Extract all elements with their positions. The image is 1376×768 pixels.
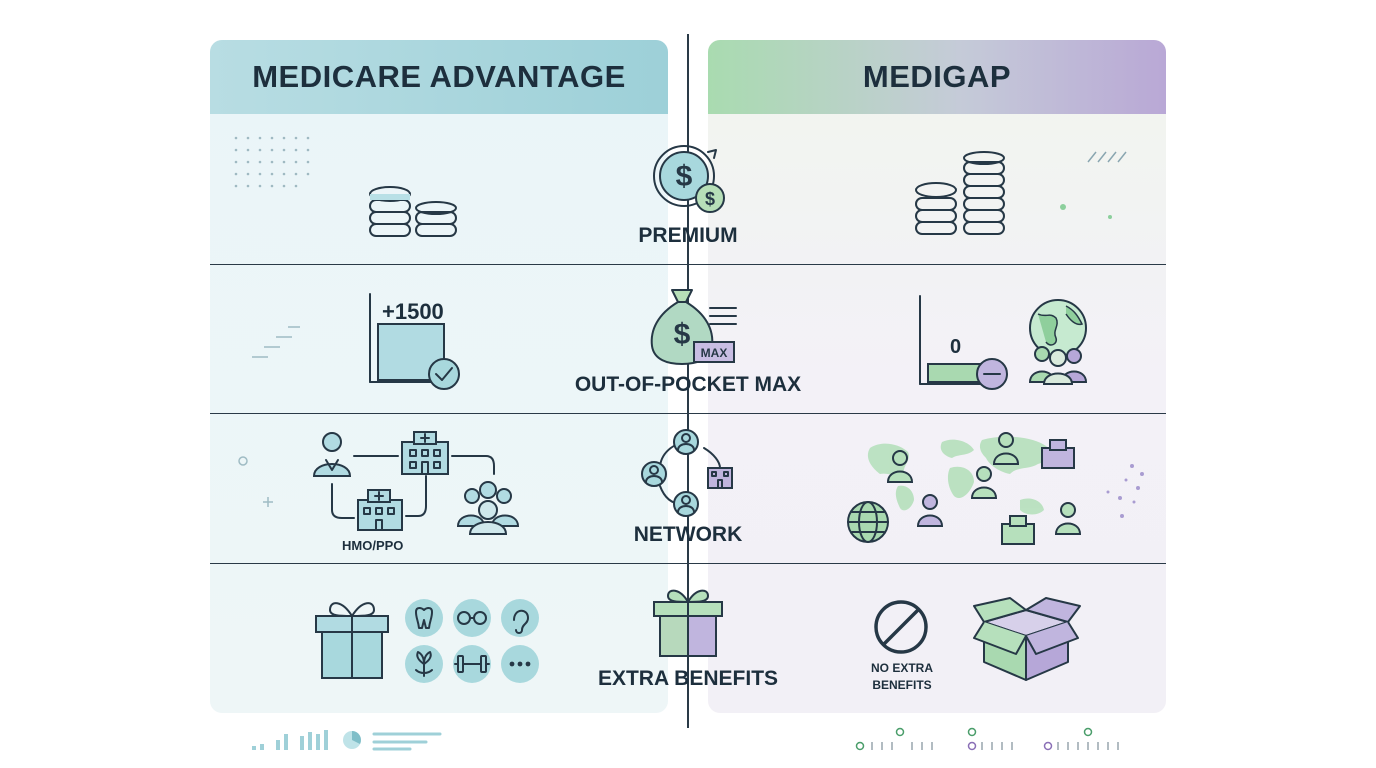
hmo-ppo-network-icon [312, 431, 520, 535]
svg-text:$: $ [676, 160, 693, 193]
small-coin-stacks-icon [369, 186, 457, 237]
category-premium: PREMIUM [638, 224, 738, 247]
benefit-icons-grid [405, 599, 539, 683]
bottom-left-decoration [252, 730, 442, 751]
gift-box-icon [315, 602, 389, 679]
row-divider [210, 413, 1166, 414]
decorative-dots-network [1106, 464, 1144, 518]
hmo-ppo-label: HMO/PPO [342, 538, 404, 553]
decorative-dots [1060, 204, 1112, 219]
medigap-header: MEDIGAP [708, 40, 1166, 114]
medicare-advantage-header: MEDICARE ADVANTAGE [210, 40, 668, 114]
world-network-icon [847, 432, 1082, 545]
decorative-slashes [1087, 151, 1127, 163]
network-icon [641, 429, 733, 517]
oop-chart-check-icon [369, 293, 460, 390]
decorative-steps [252, 326, 300, 358]
svg-text:$: $ [705, 189, 715, 209]
oop-value-right: 0 [950, 336, 962, 358]
decorative-dot-grid [234, 136, 310, 188]
center-divider [687, 34, 689, 728]
row-divider [210, 563, 1166, 564]
dollar-cycle-icon: $ $ [653, 145, 725, 213]
row-divider [210, 264, 1166, 265]
category-out-of-pocket-max: OUT-OF-POCKET MAX [574, 373, 802, 396]
money-bag-icon: $ MAX [650, 289, 737, 366]
bottom-right-decoration [855, 727, 1119, 751]
decorative-plus [263, 497, 273, 507]
category-network: NETWORK [633, 523, 743, 546]
open-box-icon [973, 597, 1081, 681]
svg-text:$: $ [674, 318, 691, 351]
medicare-advantage-panel: MEDICARE ADVANTAGE [210, 40, 668, 713]
no-symbol-icon [874, 600, 928, 654]
category-extra-benefits: EXTRA BENEFITS [597, 667, 779, 690]
medigap-panel: MEDIGAP [708, 40, 1166, 713]
oop-value-left: +1500 [382, 299, 444, 324]
gift-icon [653, 589, 723, 657]
svg-text:MAX: MAX [701, 346, 728, 360]
globe-people-icon [1028, 299, 1088, 385]
large-coin-stacks-icon [915, 151, 1005, 235]
decorative-circle [238, 456, 248, 466]
no-extra-benefits-label: NO EXTRA BENEFITS [870, 661, 933, 692]
zero-bar-minus-icon [919, 295, 1008, 390]
